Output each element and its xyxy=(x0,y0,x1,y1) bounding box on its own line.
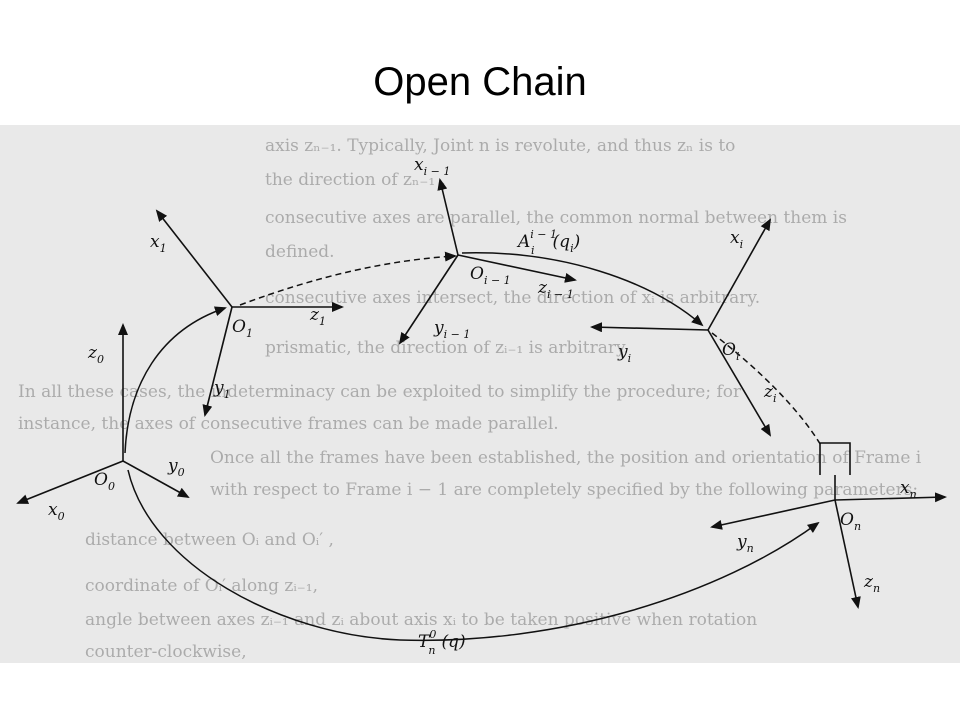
frame-i-minus-1-origin-label: Oi − 1 xyxy=(470,264,511,287)
frame-i-minus-1-z-axis xyxy=(457,254,577,283)
bg-line-5: consecutive axes intersect, the directio… xyxy=(265,288,760,308)
frame-1-y-axis xyxy=(202,306,233,417)
curve-o1-to-oi-1 xyxy=(239,251,457,306)
frame-1-x-axis xyxy=(155,209,233,308)
frame-0-x-axis xyxy=(16,460,124,504)
curve-o0-to-o1 xyxy=(124,306,227,454)
frame-1-y-label: y1 xyxy=(213,378,231,401)
frame-0-y-label: y0 xyxy=(167,456,185,479)
bg-line-14: counter-clockwise, xyxy=(85,642,247,662)
frame-n-origin-label: On xyxy=(840,510,861,533)
end-effector-bracket xyxy=(819,442,851,475)
slide-title: Open Chain xyxy=(373,60,587,104)
bg-line-13: angle between axes zᵢ₋₁ and zᵢ about axi… xyxy=(85,610,757,630)
frame-1: x1 z1 y1 O1 xyxy=(150,209,344,417)
frame-0-z-label: z0 xyxy=(87,343,104,366)
bg-line-4: defined. xyxy=(265,242,335,262)
frame-i-minus-1-z-label: zi − 1 xyxy=(537,278,574,301)
open-chain-figure: axis zₙ₋₁. Typically, Joint n is revolut… xyxy=(0,125,960,663)
frame-n-z-axis xyxy=(834,499,861,609)
frame-0-y-axis xyxy=(122,460,190,498)
bg-line-9: Once all the frames have been establishe… xyxy=(210,448,922,468)
frame-n-x-label: xn xyxy=(900,478,917,501)
frame-n-y-label: yn xyxy=(736,532,754,555)
curve-oi-1-to-oi xyxy=(461,252,704,327)
frame-i-x-label: xi xyxy=(730,228,743,251)
frame-0-x-label: x0 xyxy=(48,500,65,523)
frame-n-y-axis xyxy=(710,499,836,530)
frame-i-z-axis xyxy=(707,329,772,437)
bg-line-1: axis zₙ₋₁. Typically, Joint n is revolut… xyxy=(265,136,735,156)
frame-n-x-axis xyxy=(834,492,947,503)
frame-i-y-label: yi xyxy=(617,342,631,365)
frame-0: z0 y0 x0 O0 xyxy=(16,323,190,523)
frame-n-z-label: zn xyxy=(863,572,880,595)
frame-i: xi yi zi Oi xyxy=(590,218,777,437)
bg-line-8: instance, the axes of consecutive frames… xyxy=(18,414,559,434)
frame-i-minus-1-y-label: yi − 1 xyxy=(433,318,470,341)
frame-i-minus-1: xi − 1 zi − 1 yi − 1 Oi − 1 xyxy=(398,155,577,345)
bg-line-12: coordinate of Oᵢ′ along zᵢ₋₁, xyxy=(85,576,318,596)
bg-line-10: with respect to Frame i − 1 are complete… xyxy=(210,480,918,500)
open-chain-diagram: axis zₙ₋₁. Typically, Joint n is revolut… xyxy=(16,136,947,662)
frame-1-x-label: x1 xyxy=(150,232,167,255)
frame-i-z-label: zi xyxy=(763,382,777,405)
frame-i-minus-1-x-label: xi − 1 xyxy=(414,155,450,178)
bg-line-6: prismatic, the direction of zᵢ₋₁ is arbi… xyxy=(265,338,629,358)
frame-i-minus-1-y-axis xyxy=(398,254,459,345)
bg-line-3: consecutive axes are parallel, the commo… xyxy=(265,208,847,228)
frame-1-z-label: z1 xyxy=(309,305,326,328)
frame-n: xn yn zn On xyxy=(710,442,947,609)
frame-i-y-axis xyxy=(590,322,709,333)
frame-i-x-axis xyxy=(707,218,771,331)
curve-oi-to-on-dashed xyxy=(711,332,823,448)
frame-i-minus-1-x-axis xyxy=(437,178,459,256)
curve-o0-to-on xyxy=(127,469,820,642)
background-text: axis zₙ₋₁. Typically, Joint n is revolut… xyxy=(18,136,922,662)
frame-0-origin-label: O0 xyxy=(94,470,115,493)
frame-i-origin-label: Oi xyxy=(722,340,739,363)
bg-line-11: distance between Oᵢ and Oᵢ′ , xyxy=(85,530,334,550)
bg-line-2: the direction of zₙ₋₁ . xyxy=(265,170,446,190)
frame-1-origin-label: O1 xyxy=(232,317,253,340)
bg-line-7: In all these cases, the indeterminacy ca… xyxy=(18,382,742,402)
